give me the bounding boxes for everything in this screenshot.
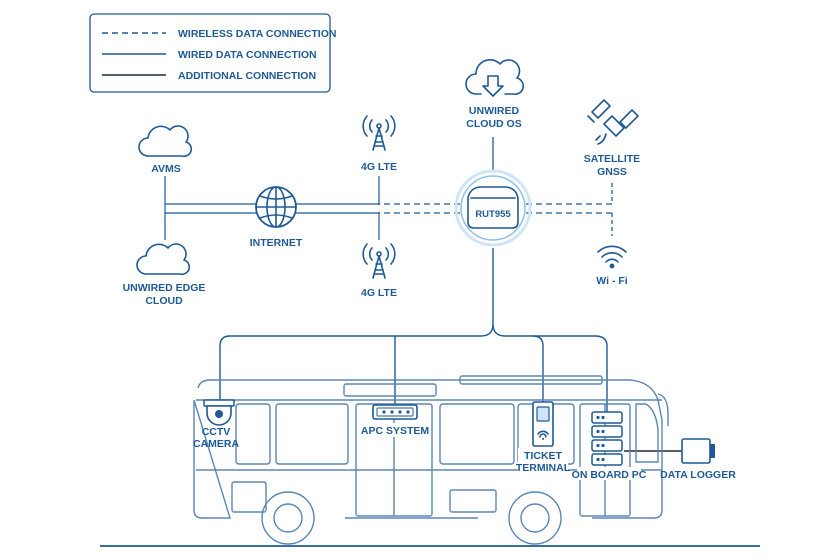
bus-body	[193, 379, 663, 519]
bus-window-1	[235, 403, 271, 465]
data-logger-node[interactable]: DATA LOGGER	[660, 438, 736, 481]
wifi-node[interactable]: Wi - Fi	[596, 245, 628, 287]
edge-cloud-label-1: UNWIRED EDGE	[123, 282, 206, 294]
cctv-mount	[203, 399, 235, 407]
globe-lat-top	[259, 195, 293, 200]
satellite-label-1: SATELLITE	[584, 153, 640, 165]
legend-additional-label: ADDITIONAL CONNECTION	[178, 70, 316, 82]
bus-wheel-rear	[261, 491, 315, 545]
data-logger-label: DATA LOGGER	[660, 469, 736, 481]
router-icon	[467, 186, 519, 229]
cctv-label-1: CCTV	[202, 426, 231, 438]
lte-bottom-label: 4G LTE	[361, 287, 397, 299]
internet-node[interactable]: INTERNET	[250, 186, 303, 249]
cloud-icon	[138, 125, 193, 158]
cloud-arrow-icon	[482, 75, 504, 97]
cloud-os-label-1: UNWIRED	[469, 105, 520, 117]
connections	[164, 137, 682, 452]
router-glow-inner	[460, 175, 526, 241]
bus-windshield	[635, 403, 659, 463]
onboard-pc-node[interactable]: ON BOARD PC	[572, 411, 647, 481]
satellite-label-2: GNSS	[597, 166, 627, 178]
bus-wheel-front	[508, 491, 562, 545]
lte-bottom-node[interactable]: 4G LTE	[361, 243, 397, 299]
router-bus-trunk	[219, 248, 494, 400]
internet-label: INTERNET	[250, 237, 303, 249]
antenna-tower-icon	[362, 243, 396, 279]
bus-branch-right	[492, 323, 608, 412]
avms-node[interactable]: AVMS	[138, 125, 193, 175]
cloud-icon	[136, 243, 191, 276]
wifi-label: Wi - Fi	[596, 275, 627, 287]
edge-cloud-node[interactable]: UNWIRED EDGE CLOUD	[123, 243, 206, 307]
sensor-inner	[376, 407, 414, 417]
globe-lat-bottom	[259, 214, 293, 219]
onboard-pc-label: ON BOARD PC	[572, 469, 647, 481]
bus-hub-rear	[273, 503, 303, 533]
legend: WIRELESS DATA CONNECTION WIRED DATA CONN…	[89, 13, 336, 93]
ticket-node[interactable]: TICKET TERMINAL	[516, 401, 571, 474]
bus-roof-box	[343, 383, 437, 397]
bus-roof-box-right	[459, 375, 603, 385]
terminal-screen	[536, 406, 550, 422]
sensor-dot-2	[390, 410, 394, 414]
bus-branch-ticket	[532, 335, 544, 404]
bus-panel	[449, 489, 497, 513]
ticket-label-bg	[518, 448, 568, 474]
sensor-icon	[372, 404, 418, 420]
antenna-tower-icon	[362, 115, 396, 151]
edge-cloud-label-2: CLOUD	[145, 295, 183, 307]
avms-label: AVMS	[151, 163, 181, 175]
pc-label-bg	[577, 467, 641, 480]
bus-window-2	[275, 403, 349, 465]
sensor-dot-3	[398, 410, 402, 414]
cloud-upload-icon	[465, 59, 525, 96]
satellite-icon	[587, 99, 639, 145]
data-logger-icon	[681, 438, 711, 464]
bus-grille	[231, 481, 267, 513]
contactless-dot	[542, 438, 544, 440]
router-glow-outer	[454, 169, 532, 247]
router-node[interactable]: RUT955	[454, 169, 532, 247]
ticket-label-2: TERMINAL	[516, 462, 571, 474]
bus-illustration	[100, 375, 760, 547]
apc-node[interactable]: APC SYSTEM	[361, 404, 430, 437]
ticket-label-1: TICKET	[524, 450, 563, 462]
camera-lens	[215, 410, 223, 418]
cctv-label-2: CAMERA	[193, 438, 239, 450]
legend-box	[89, 13, 331, 93]
sensor-dot-1	[382, 410, 386, 414]
apc-label: APC SYSTEM	[361, 425, 430, 437]
legend-wired-label: WIRED DATA CONNECTION	[178, 49, 317, 61]
lte-top-node[interactable]: 4G LTE	[361, 115, 397, 173]
server-stack-icon	[591, 411, 623, 466]
cloud-os-label-2: CLOUD OS	[466, 118, 521, 130]
router-label: RUT955	[475, 209, 511, 220]
apc-label-bg	[364, 423, 426, 437]
cctv-node[interactable]: CCTV CAMERA	[193, 399, 239, 450]
bus-mirror	[657, 393, 669, 426]
cloud-os-node[interactable]: UNWIRED CLOUD OS	[465, 59, 525, 130]
bus-hub-front	[520, 503, 550, 533]
satellite-node[interactable]: SATELLITE GNSS	[584, 99, 640, 178]
contactless-icon	[537, 430, 549, 438]
data-logger-port	[710, 444, 715, 458]
bus-window-3	[439, 403, 515, 465]
sensor-dot-4	[406, 410, 410, 414]
lte-top-label: 4G LTE	[361, 161, 397, 173]
legend-wireless-label: WIRELESS DATA CONNECTION	[178, 28, 336, 40]
wifi-icon	[597, 245, 627, 269]
